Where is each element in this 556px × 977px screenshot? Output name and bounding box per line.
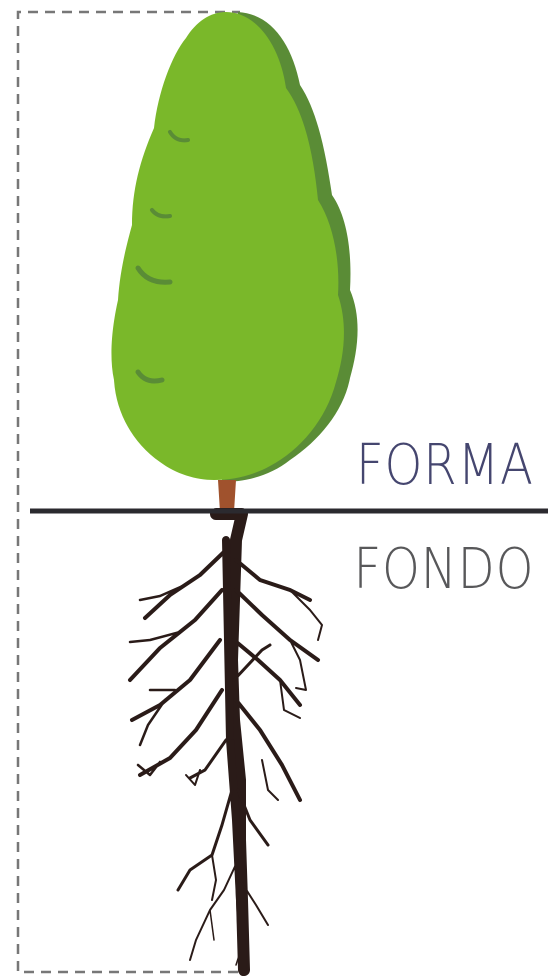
root-branch	[279, 679, 301, 719]
crown-mark-4	[135, 369, 165, 384]
root-branch	[232, 643, 272, 682]
root-branch	[236, 788, 270, 847]
root-branch	[235, 939, 245, 966]
root-branch	[209, 909, 215, 941]
crown-light	[111, 12, 344, 480]
root-branch	[234, 698, 302, 802]
root-branch	[289, 589, 323, 641]
root-branch	[232, 638, 302, 707]
crown-mark-2	[150, 208, 172, 219]
root-branch	[130, 638, 222, 722]
root-branch	[261, 759, 279, 801]
root-branch	[188, 738, 228, 780]
tree-icon	[111, 12, 358, 512]
fondo-label: FONDO	[353, 537, 534, 602]
root-branch	[176, 788, 234, 892]
root-branch	[128, 588, 224, 682]
crown-mark-3	[135, 265, 173, 285]
root-branch	[289, 639, 307, 691]
root-branch	[234, 588, 320, 662]
roots-icon	[128, 508, 323, 976]
root-branch	[138, 583, 187, 602]
root-branch	[138, 698, 167, 747]
root-branch	[211, 854, 217, 901]
dashed-frame	[16, 10, 240, 974]
root-branch	[136, 760, 162, 777]
root-branch	[234, 558, 312, 602]
crown-mark-1	[168, 130, 190, 143]
root-branch	[189, 859, 239, 961]
root-branch	[239, 879, 269, 926]
trunk	[218, 480, 236, 512]
root-branch	[128, 630, 182, 644]
taproot-taper	[222, 536, 247, 976]
root-branch	[185, 769, 201, 786]
forma-label: FORMA	[356, 433, 534, 498]
